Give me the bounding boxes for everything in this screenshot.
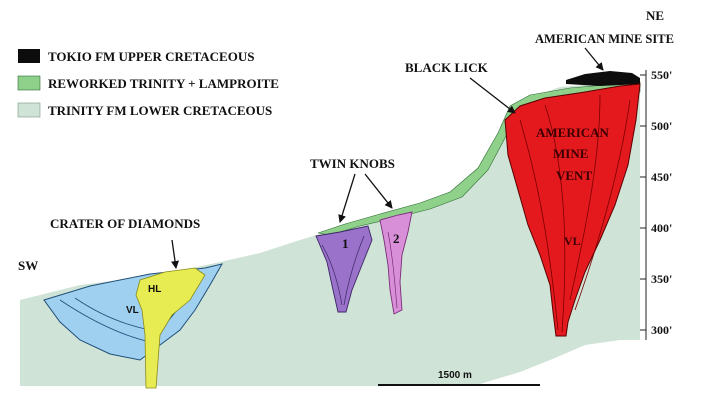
crater-of-diamonds-label: CRATER OF DIAMONDS [50,216,200,231]
twin-knobs-label: TWIN KNOBS [310,156,395,171]
elevation-tick-label: 450' [651,170,672,184]
legend-swatch-trinity [18,103,40,117]
elevation-tick-label: 500' [651,119,672,133]
crater-of-diamonds-arrow [172,240,176,268]
twin-knob-1-label: 1 [342,236,349,251]
black-lick-label: BLACK LICK [405,60,489,75]
crater-hl-label: HL [148,284,161,295]
black-lick-arrow [470,78,515,113]
vent-label-line2: MINE [553,146,588,161]
vent-label-line1: AMERICAN [536,125,610,140]
twin-knobs-arrow [340,174,355,222]
tokio-formation-cap [566,71,640,86]
crater-vl-label: VL [126,305,139,316]
scale-bar-label: 1500 m [438,370,472,381]
vent-label-line3: VENT [556,168,592,183]
twin-knobs-arrow [365,174,392,208]
elevation-tick-label: 350' [651,272,672,286]
legend-label-trinity: TRINITY FM LOWER CRETACEOUS [48,103,272,118]
legend-label-reworked: REWORKED TRINITY + LAMPROITE [48,76,279,91]
twin-knob-2-label: 2 [393,231,400,246]
legend-swatch-tokio [18,49,40,63]
legend-label-tokio: TOKIO FM UPPER CRETACEOUS [48,49,254,64]
vent-vl-label: VL [564,234,581,248]
american-mine-site-label: AMERICAN MINE SITE [535,32,674,46]
legend-swatch-reworked [18,76,40,90]
elevation-tick-label: 300' [651,323,672,337]
orientation-sw-label: SW [18,258,38,273]
elevation-tick-label: 550' [651,68,672,82]
american-mine-site-arrow [585,48,603,70]
orientation-ne-label: NE [646,8,664,23]
elevation-tick-label: 400' [651,221,672,235]
elevation-ticks [640,75,646,330]
